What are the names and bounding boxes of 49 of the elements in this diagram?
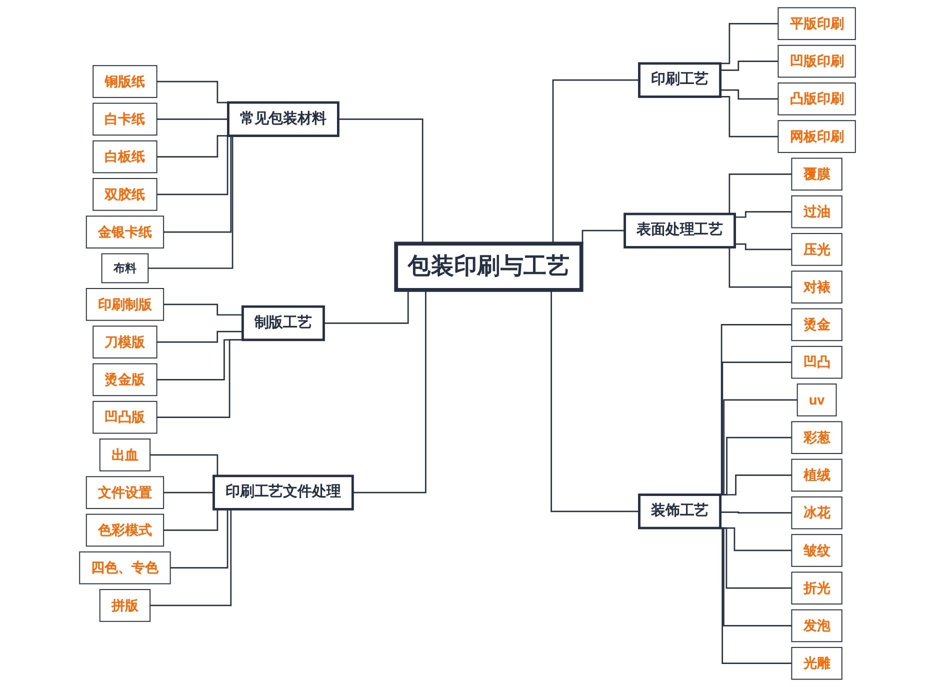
node-box bbox=[796, 384, 837, 416]
node-box bbox=[791, 308, 842, 342]
node-box bbox=[92, 140, 158, 174]
node-box bbox=[791, 421, 842, 454]
connector bbox=[164, 304, 243, 316]
node-box bbox=[791, 233, 842, 266]
node-box bbox=[791, 572, 842, 604]
node-box bbox=[791, 609, 842, 642]
node-box bbox=[99, 438, 151, 472]
node-box bbox=[791, 646, 842, 680]
node-box bbox=[92, 65, 158, 98]
node-box bbox=[86, 514, 164, 547]
node-box bbox=[227, 101, 340, 138]
node-box bbox=[638, 62, 722, 98]
node-box bbox=[92, 363, 158, 396]
node-box bbox=[791, 158, 842, 191]
node-box bbox=[791, 346, 842, 379]
node-box bbox=[212, 474, 354, 510]
node-box bbox=[92, 178, 158, 211]
connector bbox=[156, 118, 228, 120]
node-box bbox=[791, 270, 842, 304]
node-box bbox=[86, 216, 164, 248]
node-box bbox=[791, 458, 842, 492]
connector bbox=[720, 511, 792, 514]
node-box bbox=[624, 212, 736, 248]
node-box bbox=[86, 288, 164, 321]
node-box bbox=[778, 7, 856, 40]
node-box bbox=[92, 400, 158, 434]
node-box bbox=[99, 589, 151, 622]
node-box bbox=[86, 476, 164, 509]
node-box bbox=[92, 326, 158, 358]
node-box bbox=[101, 253, 149, 284]
node-box bbox=[79, 551, 171, 584]
node-box bbox=[241, 305, 325, 342]
node-box bbox=[778, 120, 856, 153]
connector bbox=[720, 60, 778, 71]
node-box bbox=[92, 102, 158, 136]
node-box bbox=[778, 82, 856, 116]
node-box bbox=[791, 496, 842, 530]
connector bbox=[720, 89, 778, 100]
node-box bbox=[791, 195, 842, 228]
connector bbox=[734, 211, 792, 218]
connector bbox=[164, 492, 214, 494]
connector bbox=[156, 330, 243, 343]
node-box bbox=[778, 44, 856, 78]
node-box bbox=[791, 534, 842, 567]
node-box bbox=[394, 242, 584, 292]
connector bbox=[734, 243, 792, 250]
node-box bbox=[638, 494, 722, 530]
